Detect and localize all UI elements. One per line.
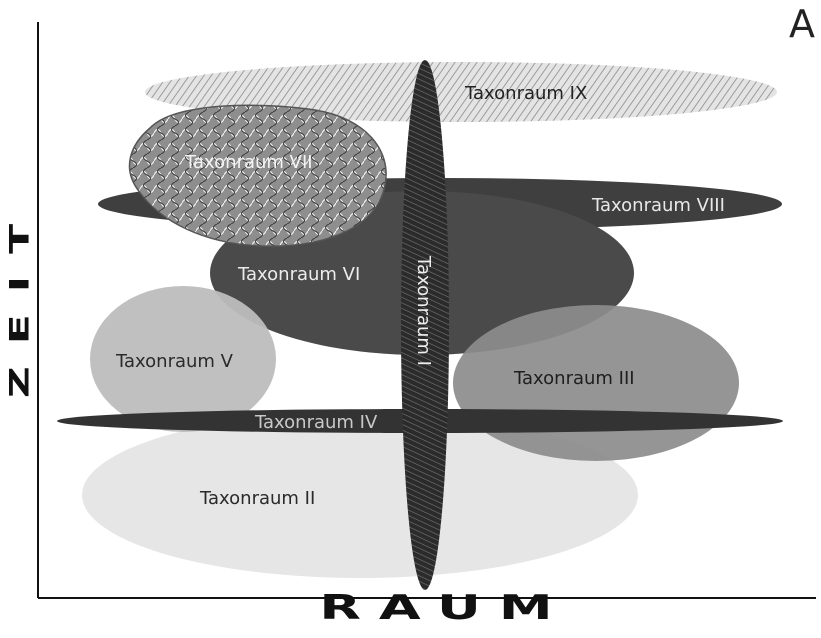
label-iii: Taxonraum III xyxy=(513,368,635,389)
x-axis-label: RAUM xyxy=(215,588,675,627)
label-vi: Taxonraum VI xyxy=(237,264,360,285)
label-iv: Taxonraum IV xyxy=(254,412,378,433)
y-axis-label-box: ZEIT xyxy=(6,120,34,480)
label-v: Taxonraum V xyxy=(115,351,234,372)
panel-letter: A xyxy=(789,2,815,46)
label-viii: Taxonraum VIII xyxy=(591,195,725,216)
label-ix: Taxonraum IX xyxy=(464,83,587,104)
y-axis-label: ZEIT xyxy=(5,202,36,398)
label-ii: Taxonraum II xyxy=(199,488,315,509)
label-vii: Taxonraum VII xyxy=(184,152,313,173)
label-i: Taxonraum I xyxy=(413,255,434,366)
region-vii xyxy=(129,105,386,246)
